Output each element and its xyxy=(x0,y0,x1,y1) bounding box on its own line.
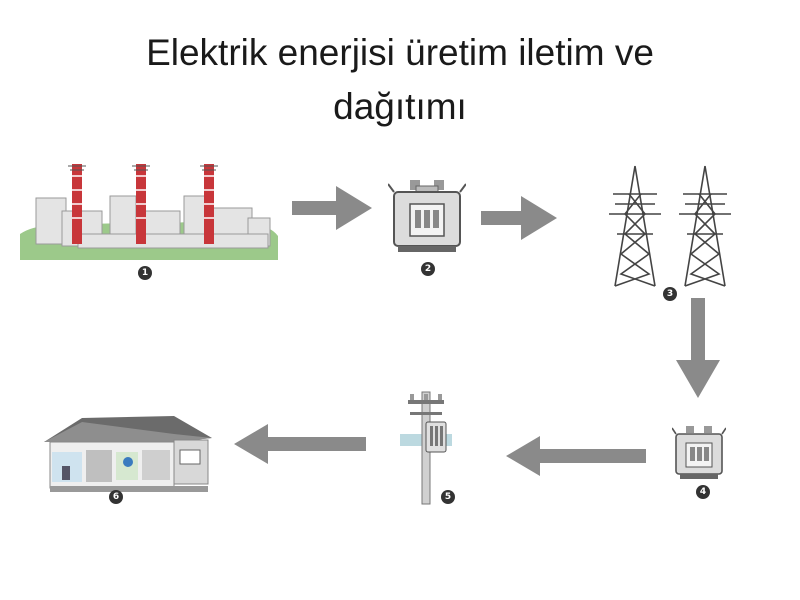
title-line-1: Elektrik enerjisi üretim iletim ve xyxy=(146,32,654,73)
step-down-transformer-icon xyxy=(672,424,726,482)
step-badge: 6 xyxy=(109,490,123,504)
arrow-left-icon xyxy=(506,436,646,476)
step-badge: 5 xyxy=(441,490,455,504)
step-badge: 3 xyxy=(663,287,677,301)
step-badge: 4 xyxy=(696,485,710,499)
house-consumer-icon xyxy=(42,412,214,494)
step-badge: 1 xyxy=(138,266,152,280)
step-up-transformer-icon xyxy=(388,178,466,254)
arrow-right-icon xyxy=(292,186,372,230)
step-badge: 2 xyxy=(421,262,435,276)
utility-pole-icon xyxy=(398,390,454,506)
arrow-right-icon xyxy=(481,196,557,240)
slide-title: Elektrik enerjisi üretim iletim ve dağıt… xyxy=(0,26,800,134)
title-line-2: dağıtımı xyxy=(333,86,467,127)
arrow-left-icon xyxy=(234,424,366,464)
transmission-towers-icon xyxy=(605,164,745,288)
power-plant-icon xyxy=(18,156,280,264)
arrow-down-icon xyxy=(676,298,720,398)
